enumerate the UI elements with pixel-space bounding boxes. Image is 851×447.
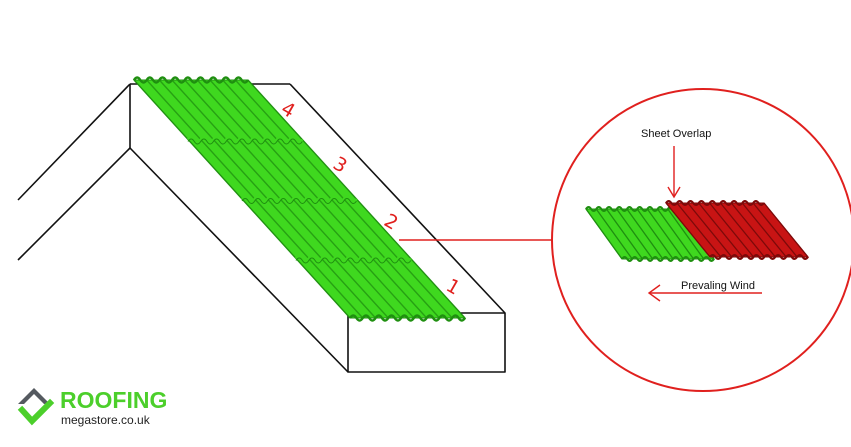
roof-right-slope-back [289,83,506,314]
prevailing-wind-label: Prevaling Wind [681,280,755,292]
red-overlap-sheet [664,200,810,260]
sheet-edge-wave [240,195,358,203]
sheet-overlap-line [295,257,412,264]
overlap-detail [585,200,810,262]
overlap-arrow-icon [667,146,681,199]
roof-right-slope-front [129,147,349,373]
roof-check-logo-icon [17,388,55,426]
logo-domain: megastore.co.uk [61,413,151,427]
sheet-edge-wave [348,314,467,322]
roof-left-slope-top [17,83,131,201]
eaves-box [347,312,506,373]
sheet-overlap-line [187,138,303,145]
sheet-edge-wave [132,76,250,84]
sheet-overlap-line [241,198,357,204]
roofing-megastore-logo: ROOFING megastore.co.uk [17,387,167,427]
logo-wordmark: ROOFING [60,387,167,413]
sheet-overlap-label: Sheet Overlap [641,128,711,140]
sheet-edge-wave [294,254,412,263]
corrugated-sheets [132,76,467,322]
roof-left-slope-bottom [17,147,131,261]
wind-arrow-icon [647,284,762,302]
sheet-edge-wave [186,135,304,144]
